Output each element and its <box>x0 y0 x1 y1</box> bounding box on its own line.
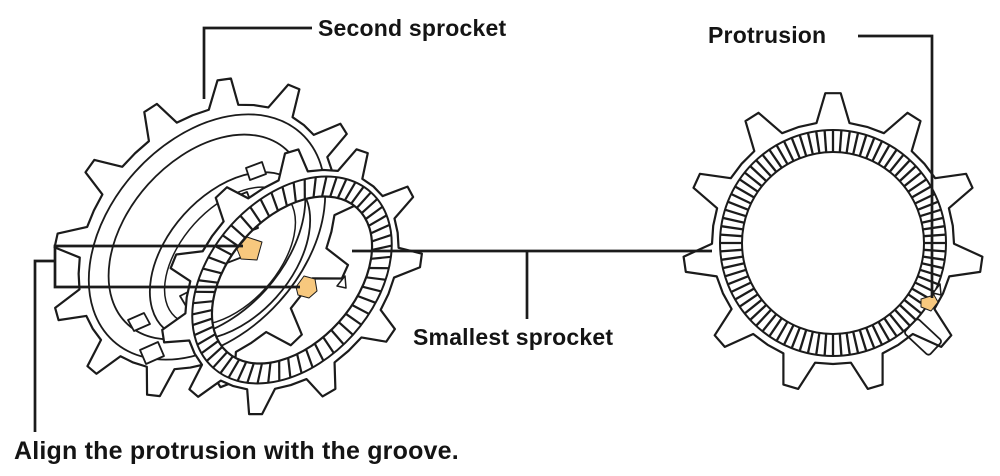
smallest-sprocket-label: Smallest sprocket <box>413 324 614 350</box>
groove-alignment-bracket <box>53 244 300 289</box>
align-instruction-caption: Align the protrusion with the groove. <box>14 437 459 465</box>
protrusion-leader <box>858 34 934 298</box>
groove-marker-front <box>932 283 942 296</box>
caption-leader-stem <box>33 259 55 432</box>
face-notch-detail <box>904 318 942 356</box>
groove-marker-left <box>336 275 347 289</box>
protrusion-highlight-lower <box>295 275 318 299</box>
second-sprocket-label: Second sprocket <box>318 15 507 41</box>
smallest-sprocket-leader <box>352 249 712 319</box>
protrusion-highlight-upper <box>236 236 263 261</box>
serrated-ring-left <box>192 176 392 384</box>
protrusion-label: Protrusion <box>708 22 827 48</box>
smallest-sprocket-front-view <box>682 92 984 390</box>
smallest-sprocket-illustration <box>161 148 423 416</box>
second-sprocket-leader <box>202 26 312 99</box>
